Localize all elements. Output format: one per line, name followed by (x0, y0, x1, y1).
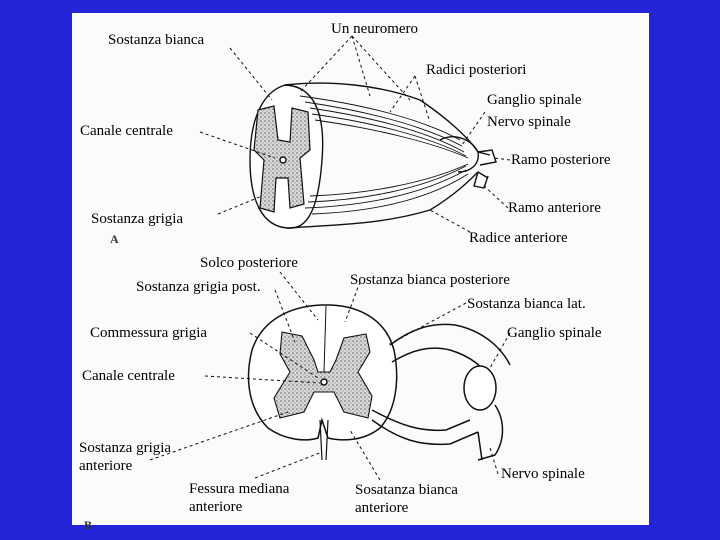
label-sosatanza-bianca-anteriore: Sosatanza bianca anteriore (355, 482, 458, 516)
spinal-ganglion-bottom (463, 365, 497, 411)
label-radici-posteriori: Radici posteriori (426, 62, 527, 78)
bottom-gray-matter (273, 331, 373, 419)
label-sostanza-grigia-post: Sostanza grigia post. (136, 279, 261, 295)
label-un-neuromero: Un neuromero (331, 21, 419, 37)
label-ganglio-spinale-bottom: Ganglio spinale (507, 325, 602, 341)
label-sostanza-bianca-lat: Sostanza bianca lat. (467, 296, 586, 312)
label-commessura-grigia: Commessura grigia (90, 325, 208, 341)
spinal-nerve-bottom (477, 404, 504, 461)
ramus-posterior (477, 149, 497, 166)
neuromere-drawing (249, 82, 497, 229)
anterior-fissure (319, 419, 329, 461)
label-sostanza-grigia-anteriore: Sostanza grigia anteriore (79, 440, 172, 474)
label-ramo-anteriore: Ramo anteriore (508, 200, 601, 216)
label-canale-centrale-bottom: Canale centrale (82, 368, 175, 384)
label-sostanza-bianca: Sostanza bianca (108, 32, 205, 48)
label-sostanza-bianca-posteriore: Sostanza bianca posteriore (350, 272, 510, 288)
posterior-roots (299, 95, 469, 159)
anterior-roots (304, 163, 469, 215)
figure-letter-b: B (84, 518, 93, 532)
spinal-nerve-top (419, 99, 491, 211)
leader-lines (149, 35, 511, 481)
label-sostanza-grigia: Sostanza grigia (91, 211, 184, 227)
label-solco-posteriore: Solco posteriore (200, 255, 298, 271)
label-nervo-spinale-top: Nervo spinale (487, 114, 571, 130)
ramus-anterior (473, 171, 489, 189)
ventral-root (371, 409, 471, 432)
label-ganglio-spinale-top: Ganglio spinale (487, 92, 582, 108)
label-fessura-mediana-anteriore: Fessura mediana anteriore (189, 481, 290, 515)
cord-body-bottom-edge (286, 209, 431, 229)
label-radice-anteriore: Radice anteriore (469, 230, 568, 246)
top-central-canal (279, 156, 287, 164)
label-nervo-spinale-bottom: Nervo spinale (501, 466, 585, 482)
label-ramo-posteriore: Ramo posteriore (511, 152, 611, 168)
label-canale-centrale-top: Canale centrale (80, 123, 173, 139)
bottom-central-canal (320, 378, 328, 386)
figure-letter-a: A (110, 232, 119, 246)
dorsal-root (389, 323, 511, 366)
posterior-sulcus (323, 305, 327, 373)
figure-sheet (72, 13, 649, 525)
cross-section-drawing (247, 304, 511, 461)
